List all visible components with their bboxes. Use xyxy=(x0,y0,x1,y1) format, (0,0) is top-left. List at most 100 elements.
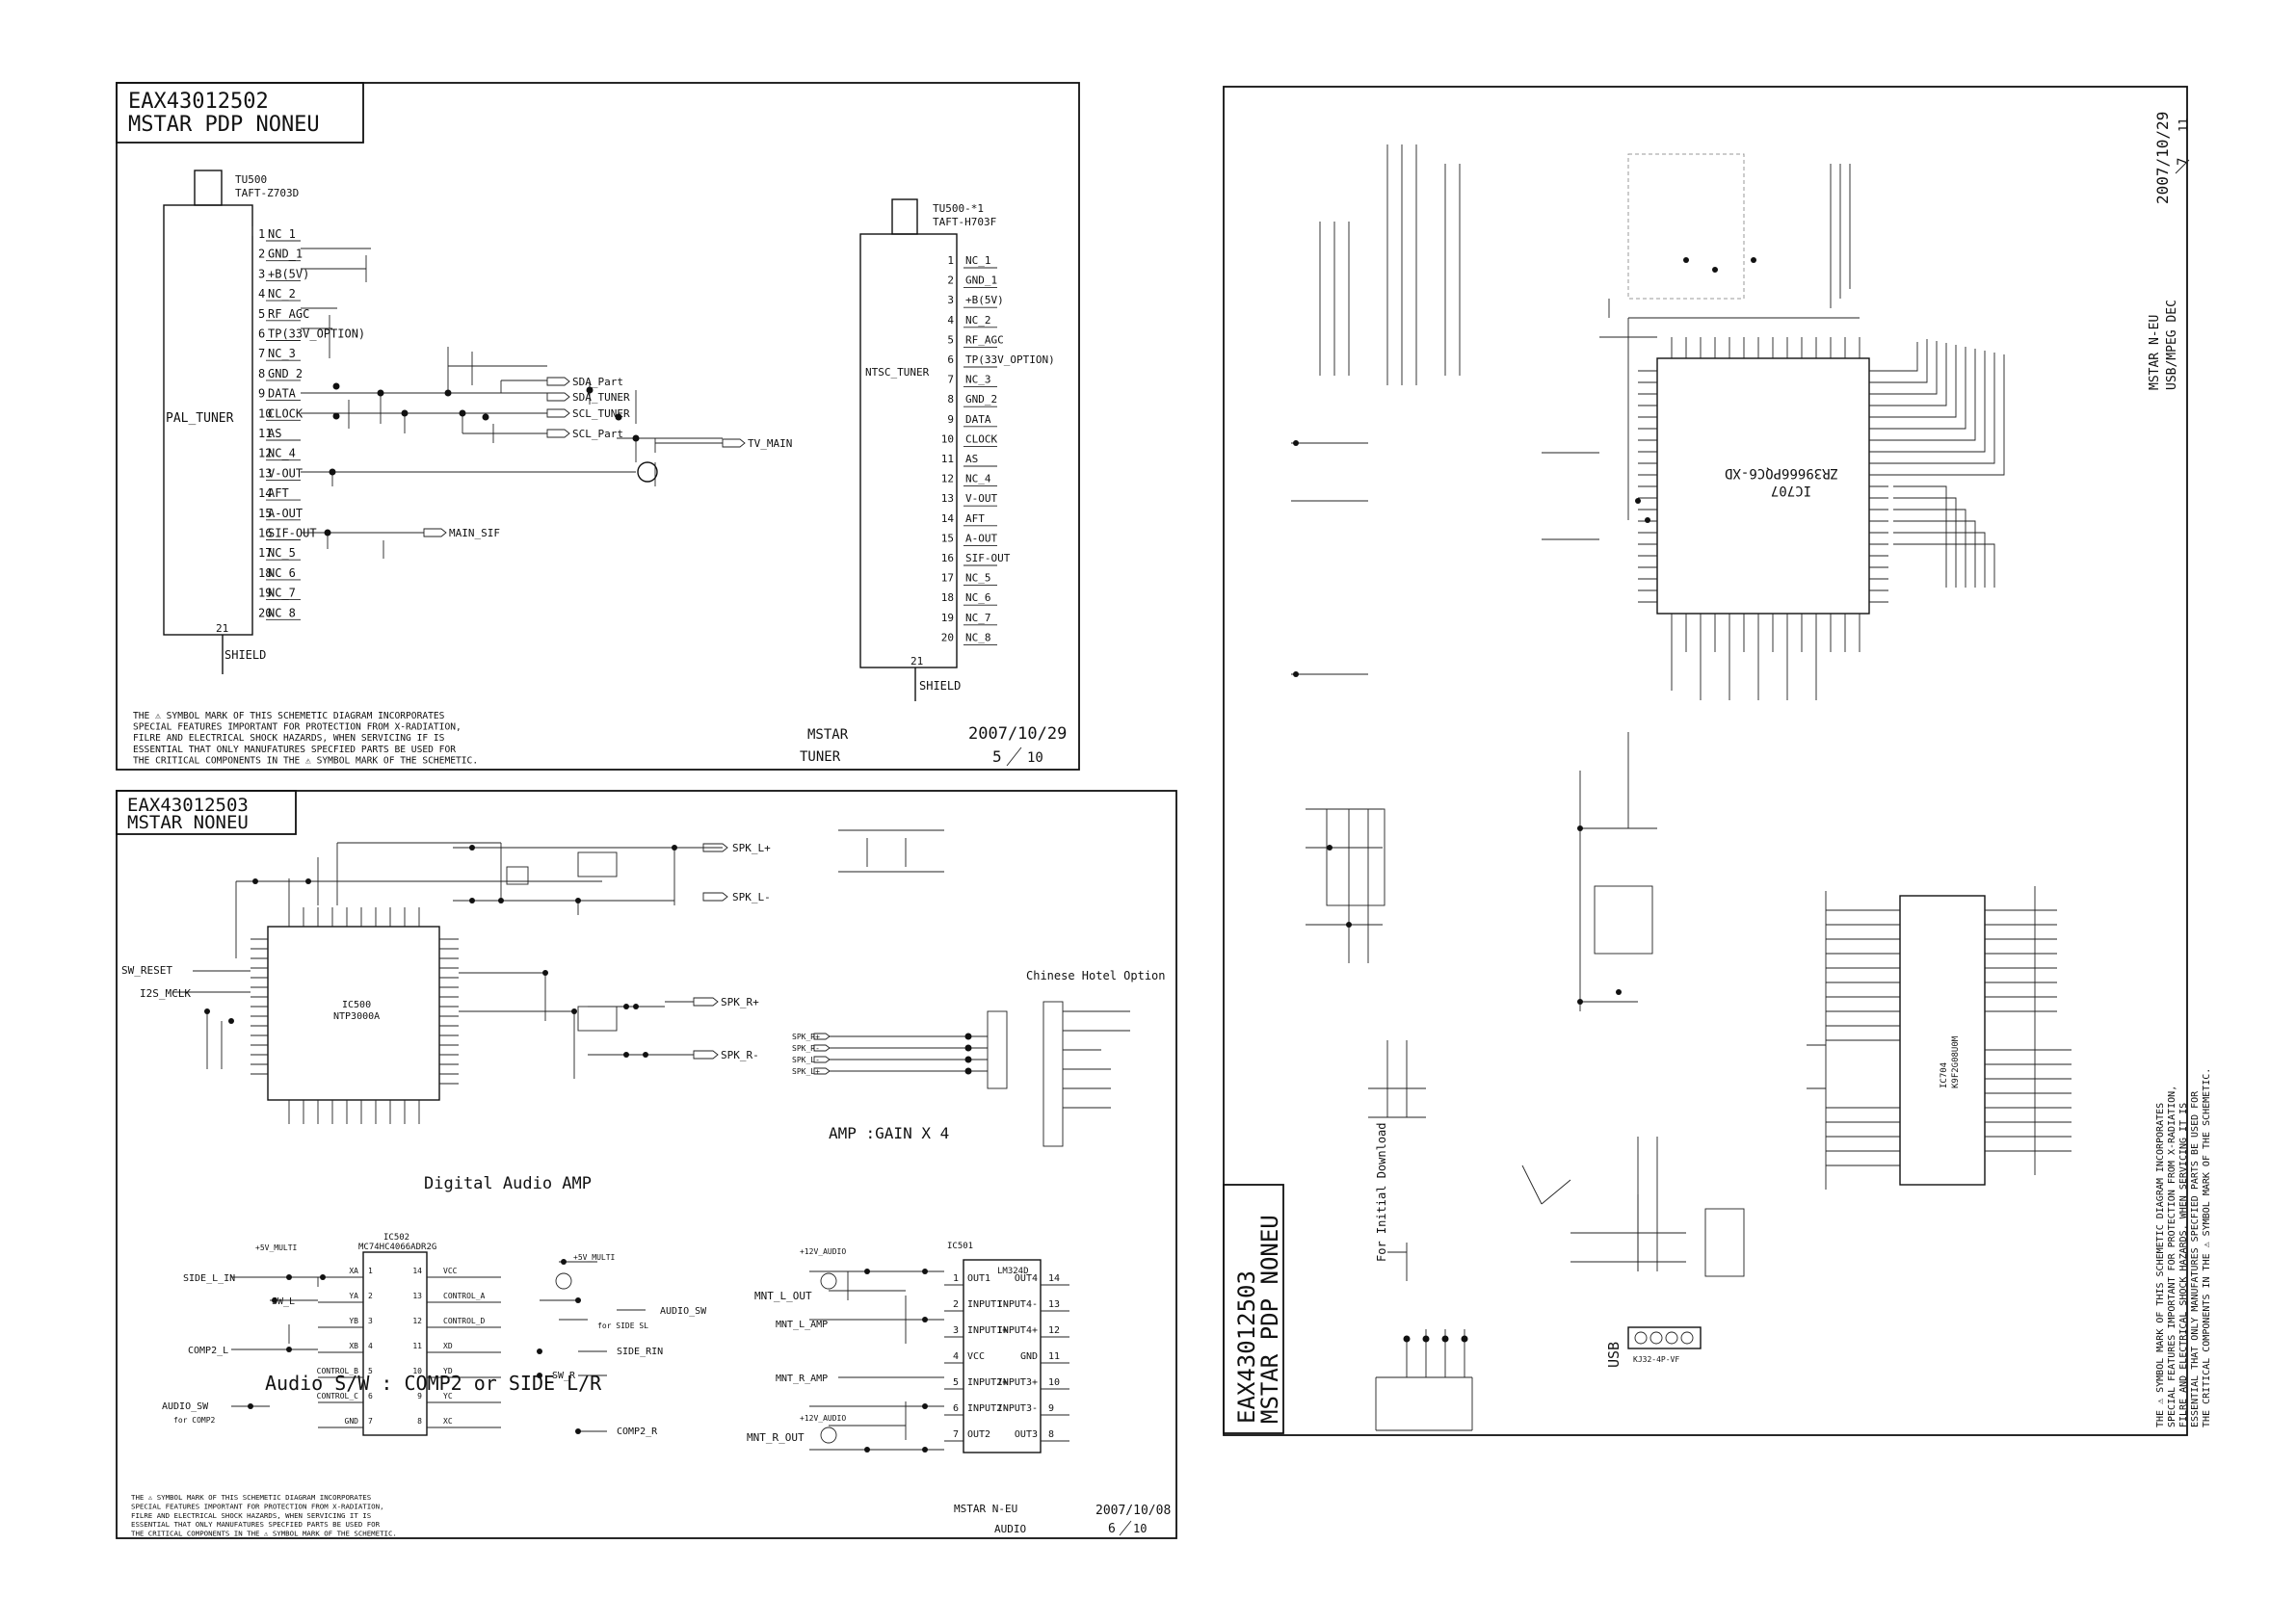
net-flag-scl-tuner: SCL_TUNER xyxy=(546,407,630,420)
opamp-pin-number: 13 xyxy=(1048,1299,1060,1310)
pal-tuner-part: TAFT-Z703D xyxy=(235,187,299,199)
switch-pin-name: CONTROL_C xyxy=(317,1392,359,1400)
opamp-ic-ref: IC501 xyxy=(947,1242,973,1251)
flash-ic-part: K9F2G08U0M xyxy=(1951,1035,1961,1088)
net-i2s-mclk: I2S_MCLK xyxy=(140,987,191,1000)
pal-pin-name: NC_1 xyxy=(268,227,296,241)
tuner-wiring xyxy=(251,226,723,559)
amp-ic-body xyxy=(267,926,440,1101)
usb-note-line: FILRE AND ELECTRICAL SHOCK HAZARDS, WHEN… xyxy=(2178,1103,2189,1427)
net-sw-l: SW_L xyxy=(272,1296,295,1307)
switch-pin-name: CONTROL_A xyxy=(443,1292,486,1300)
opamp-pin-name: OUT4 xyxy=(1015,1273,1038,1284)
pal-pin-name: AFT xyxy=(268,486,289,500)
switch-pin-number: 6 xyxy=(368,1392,373,1400)
decoder-side-components xyxy=(1291,144,1756,1271)
pal-pin-number: 1 xyxy=(258,227,265,241)
hotel-small-circuit xyxy=(838,829,944,873)
ntsc-pin-name: +B(5V) xyxy=(965,294,1004,306)
switch-pin-number: 7 xyxy=(368,1417,373,1426)
svg-text:MAIN_SIF: MAIN_SIF xyxy=(449,527,500,539)
gain-caption: AMP :GAIN X 4 xyxy=(829,1124,949,1142)
pal-pin-number: 8 xyxy=(258,367,265,380)
svg-text:SCL_Part: SCL_Part xyxy=(572,428,623,440)
opamp-pin-number: 8 xyxy=(1048,1429,1054,1440)
ntsc-pin-number: 5 xyxy=(947,333,954,346)
sheet-usb-page-slash xyxy=(2175,159,2190,174)
amp-ic-pins xyxy=(251,907,459,1124)
sheet-tuner-safety-note: THE ⚠ SYMBOL MARK OF THIS SCHEMETIC DIAG… xyxy=(133,711,478,766)
amp-ic-part: NTP3000A xyxy=(333,1011,380,1022)
sheet-usb-model: MSTAR N-EU xyxy=(2148,315,2162,390)
pal-pin-name: AS xyxy=(268,427,281,440)
ntsc-pin-number: 14 xyxy=(941,512,955,525)
hotel-net-label: SPK_L+ xyxy=(792,1067,820,1076)
net-for-comp2: for COMP2 xyxy=(173,1416,216,1425)
ntsc-pin-name: RF_AGC xyxy=(965,333,1004,346)
decoder-ic-ref: IC707 xyxy=(1771,483,1811,498)
switch-pin-number: 4 xyxy=(368,1342,373,1350)
ntsc-pin-name: NC_1 xyxy=(965,254,991,267)
opamp-pin-name: INPUT2+ xyxy=(967,1377,1008,1388)
net-mnt-l-amp: MNT_L_AMP xyxy=(776,1320,828,1330)
sheet-usb-total: 11 xyxy=(2177,118,2190,132)
pal-pin-number: 5 xyxy=(258,307,265,321)
sheet-audio-doc-box xyxy=(116,790,297,835)
sheet-tuner-doc-box xyxy=(116,82,364,144)
net-flag-spk-r-minus: SPK_R- xyxy=(693,1049,759,1061)
hotel-net-label: SPK_R- xyxy=(792,1044,820,1053)
decoder-ic-body xyxy=(1656,357,1870,615)
svg-text:SPK_L+: SPK_L+ xyxy=(732,842,771,854)
ntsc-pin-name: A-OUT xyxy=(965,532,997,544)
opamp-pin-number: 2 xyxy=(953,1299,959,1310)
pal-tuner-shield-num: 21 xyxy=(216,622,228,635)
pal-pin-name: NC_8 xyxy=(268,606,296,619)
opamp-pin-name: VCC xyxy=(967,1351,985,1362)
tuner-note-line: SPECIAL FEATURES IMPORTANT FOR PROTECTIO… xyxy=(133,722,462,733)
usb-note-line: SPECIAL FEATURES IMPORTANT FOR PROTECTIO… xyxy=(2167,1086,2177,1427)
sheet-audio-date: 2007/10/08 xyxy=(1095,1504,1171,1518)
svg-text:SPK_L-: SPK_L- xyxy=(732,891,771,903)
usb-note-line: THE ⚠ SYMBOL MARK OF THIS SCHEMETIC DIAG… xyxy=(2155,1103,2166,1427)
switch-pin-name: XC xyxy=(443,1417,453,1426)
ntsc-pin-name: NC_3 xyxy=(965,374,991,386)
net-comp2-r: COMP2_R xyxy=(617,1427,658,1437)
opamp-pin-number: 6 xyxy=(953,1403,959,1414)
net-mnt-r-amp: MNT_R_AMP xyxy=(776,1374,828,1384)
sheet-audio-frame xyxy=(116,790,1177,1539)
sheet-audio-model: MSTAR N-EU xyxy=(954,1503,1017,1515)
audio-note-line: SPECIAL FEATURES IMPORTANT FOR PROTECTIO… xyxy=(131,1502,384,1510)
sheet-audio-name: AUDIO xyxy=(994,1523,1026,1535)
switch-ic-part: MC74HC4066ADR2G xyxy=(358,1243,436,1252)
pal-pin-name: NC_5 xyxy=(268,546,296,560)
opamp-pin-name: INPUT3+ xyxy=(997,1377,1038,1388)
net-flag-scl-part: SCL_Part xyxy=(546,428,623,440)
ntsc-pin-name: NC_5 xyxy=(965,572,991,585)
svg-text:SDA_TUNER: SDA_TUNER xyxy=(572,391,630,404)
sheet-usb-project: MSTAR PDP NONEU xyxy=(1256,1215,1283,1424)
opamp-pin-number: 9 xyxy=(1048,1403,1054,1414)
ntsc-pin-number: 11 xyxy=(941,453,954,465)
opamp-pin-name: INPUT4+ xyxy=(997,1325,1038,1336)
pal-pin-name: GND_2 xyxy=(268,367,303,380)
amp-ic-ref: IC500 xyxy=(342,1000,371,1010)
hotel-net-label: SPK_R+ xyxy=(792,1033,820,1041)
pal-tuner-shield: SHIELD xyxy=(224,648,266,662)
opamp-pin-name: INPUT1+ xyxy=(967,1325,1008,1336)
pal-tuner-label: PAL_TUNER xyxy=(166,411,234,426)
pal-pin-name: A-OUT xyxy=(268,507,303,520)
ntsc-tuner-body xyxy=(859,233,958,668)
ntsc-tuner-shield-num: 21 xyxy=(910,655,923,668)
sheet-tuner-frame xyxy=(116,82,1080,771)
switch-ic-ref: IC502 xyxy=(383,1233,409,1243)
pal-pin-name: TP(33V_OPTION) xyxy=(268,327,365,341)
amp-caption: Digital Audio AMP xyxy=(424,1174,592,1193)
net-comp2-l: COMP2_L xyxy=(188,1346,228,1356)
hotel-caption: Chinese Hotel Option xyxy=(1026,969,1166,982)
amp-junctions xyxy=(204,845,677,1058)
switch-pin-name: XD xyxy=(443,1342,453,1350)
amp-wiring xyxy=(173,842,723,1079)
